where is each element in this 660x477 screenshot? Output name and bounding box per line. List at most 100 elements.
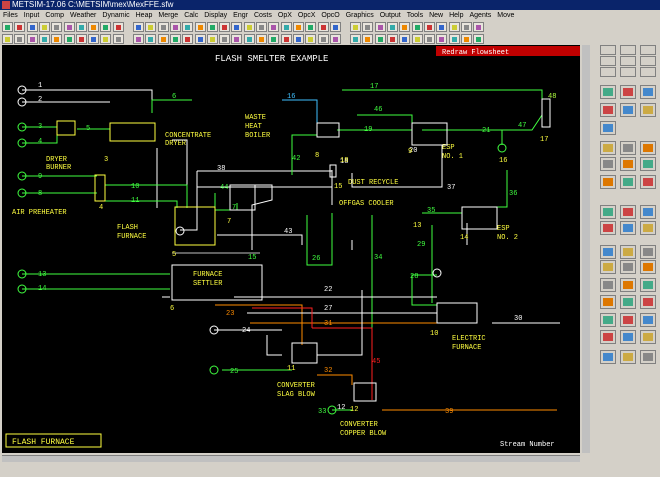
stream-line[interactable] (172, 139, 188, 208)
air-preheater-unit[interactable] (94, 174, 106, 202)
converter-copper-unit[interactable] (353, 382, 377, 402)
toolbar-button-icon[interactable] (14, 34, 26, 44)
palette-unit-icon[interactable] (600, 221, 616, 235)
menu-dynamic[interactable]: Dynamic (102, 12, 130, 19)
toolbar-button-icon[interactable] (317, 34, 329, 44)
fan-icon[interactable] (497, 143, 507, 153)
esp2-unit[interactable] (461, 206, 498, 230)
stream-line[interactable] (22, 133, 58, 144)
palette-icon[interactable] (600, 56, 616, 66)
menu-calc[interactable]: Calc (184, 12, 199, 19)
palette-unit-icon[interactable] (620, 313, 636, 327)
palette-unit-icon[interactable] (620, 245, 636, 259)
toolbar-button-icon[interactable] (350, 22, 362, 32)
dust-splitter-unit[interactable] (329, 164, 337, 178)
feed-icon[interactable] (17, 269, 27, 279)
dryer-burner-unit[interactable] (56, 120, 76, 136)
stack-unit[interactable] (541, 98, 551, 128)
feed-icon[interactable] (209, 325, 219, 335)
toolbar-button-icon[interactable] (362, 22, 374, 32)
toolbar-button-icon[interactable] (145, 34, 157, 44)
stream-line[interactable] (306, 213, 333, 266)
toolbar-button-icon[interactable] (157, 22, 169, 32)
toolbar-button-icon[interactable] (362, 34, 374, 44)
palette-icon[interactable] (620, 67, 636, 77)
flowsheet-canvas[interactable]: FLASH SMELTER EXAMPLE Redraw Flowsheet C… (2, 45, 580, 453)
feed-icon[interactable] (17, 122, 27, 132)
menu-input[interactable]: Input (23, 12, 40, 19)
palette-unit-icon[interactable] (600, 245, 616, 259)
toolbar-button-icon[interactable] (436, 34, 448, 44)
toolbar-button-icon[interactable] (26, 34, 38, 44)
palette-unit-icon[interactable] (600, 350, 616, 364)
palette-unit-icon[interactable] (620, 157, 636, 171)
waste-heat-boiler-unit[interactable] (316, 122, 340, 138)
stream-line[interactable] (215, 304, 303, 345)
toolbar-button-icon[interactable] (26, 22, 38, 32)
palette-unit-icon[interactable] (640, 313, 656, 327)
toolbar-button-icon[interactable] (63, 22, 75, 32)
palette-unit-icon[interactable] (600, 205, 616, 219)
palette-unit-icon[interactable] (600, 313, 616, 327)
burner-icon[interactable] (175, 226, 185, 236)
vertical-scrollbar[interactable] (582, 45, 590, 453)
stream-line[interactable] (250, 315, 438, 324)
stream-line[interactable] (105, 200, 178, 208)
palette-unit-icon[interactable] (640, 350, 656, 364)
stream-line[interactable] (180, 171, 198, 231)
palette-unit-icon[interactable] (600, 157, 616, 171)
menu-output[interactable]: Output (379, 12, 401, 19)
feed-icon[interactable] (327, 405, 337, 415)
esp1-unit[interactable] (411, 122, 448, 146)
redraw-flowsheet-button[interactable] (436, 46, 580, 56)
concentrate-dryer-unit[interactable] (109, 122, 156, 142)
toolbar-button-icon[interactable] (100, 22, 112, 32)
toolbar-button-icon[interactable] (182, 34, 194, 44)
stream-line[interactable] (151, 99, 192, 113)
toolbar-button-icon[interactable] (112, 34, 124, 44)
palette-unit-icon[interactable] (640, 157, 656, 171)
toolbar-button-icon[interactable] (231, 34, 243, 44)
stream-line[interactable] (357, 114, 413, 123)
toolbar-button-icon[interactable] (387, 34, 398, 44)
feed-icon[interactable] (432, 268, 442, 278)
toolbar-button-icon[interactable] (305, 34, 317, 44)
menu-heap[interactable]: Heap (135, 12, 153, 19)
toolbar-button-icon[interactable] (219, 34, 231, 44)
toolbar-button-icon[interactable] (374, 34, 386, 44)
palette-unit-icon[interactable] (600, 260, 616, 274)
toolbar-button-icon[interactable] (169, 34, 181, 44)
toolbar-button-icon[interactable] (38, 34, 50, 44)
palette-unit-icon[interactable] (600, 295, 616, 309)
toolbar-button-icon[interactable] (194, 22, 206, 32)
palette-unit-icon[interactable] (640, 221, 656, 235)
electric-furnace-unit[interactable] (436, 302, 478, 324)
feed-icon[interactable] (17, 97, 27, 107)
palette-unit-icon[interactable] (640, 175, 656, 189)
toolbar-button-icon[interactable] (280, 34, 292, 44)
menu-costs[interactable]: Costs (253, 12, 272, 19)
palette-unit-icon[interactable] (600, 278, 616, 292)
menu-files[interactable]: Files (3, 12, 18, 19)
palette-unit-icon[interactable] (620, 295, 636, 309)
toolbar-button-icon[interactable] (399, 34, 411, 44)
horizontal-scrollbar[interactable] (2, 455, 580, 462)
palette-icon[interactable] (640, 67, 656, 77)
stream-line[interactable] (411, 274, 437, 306)
menu-display[interactable]: Display (204, 12, 228, 19)
toolbar-button-icon[interactable] (14, 22, 26, 32)
menu-new[interactable]: New (429, 12, 444, 19)
stream-line[interactable] (501, 114, 543, 145)
toolbar-button-icon[interactable] (317, 22, 329, 32)
flash-furnace-unit[interactable] (174, 206, 216, 246)
palette-unit-icon[interactable] (600, 103, 616, 117)
stream-line[interactable] (291, 134, 317, 175)
palette-icon[interactable] (620, 45, 636, 55)
toolbar-button-icon[interactable] (460, 34, 472, 44)
toolbar-button-icon[interactable] (268, 22, 280, 32)
toolbar-button-icon[interactable] (473, 22, 485, 32)
furnace-settler-unit[interactable] (171, 264, 263, 301)
toolbar-button-icon[interactable] (206, 34, 218, 44)
toolbar-button-icon[interactable] (88, 34, 100, 44)
palette-unit-icon[interactable] (600, 141, 616, 155)
